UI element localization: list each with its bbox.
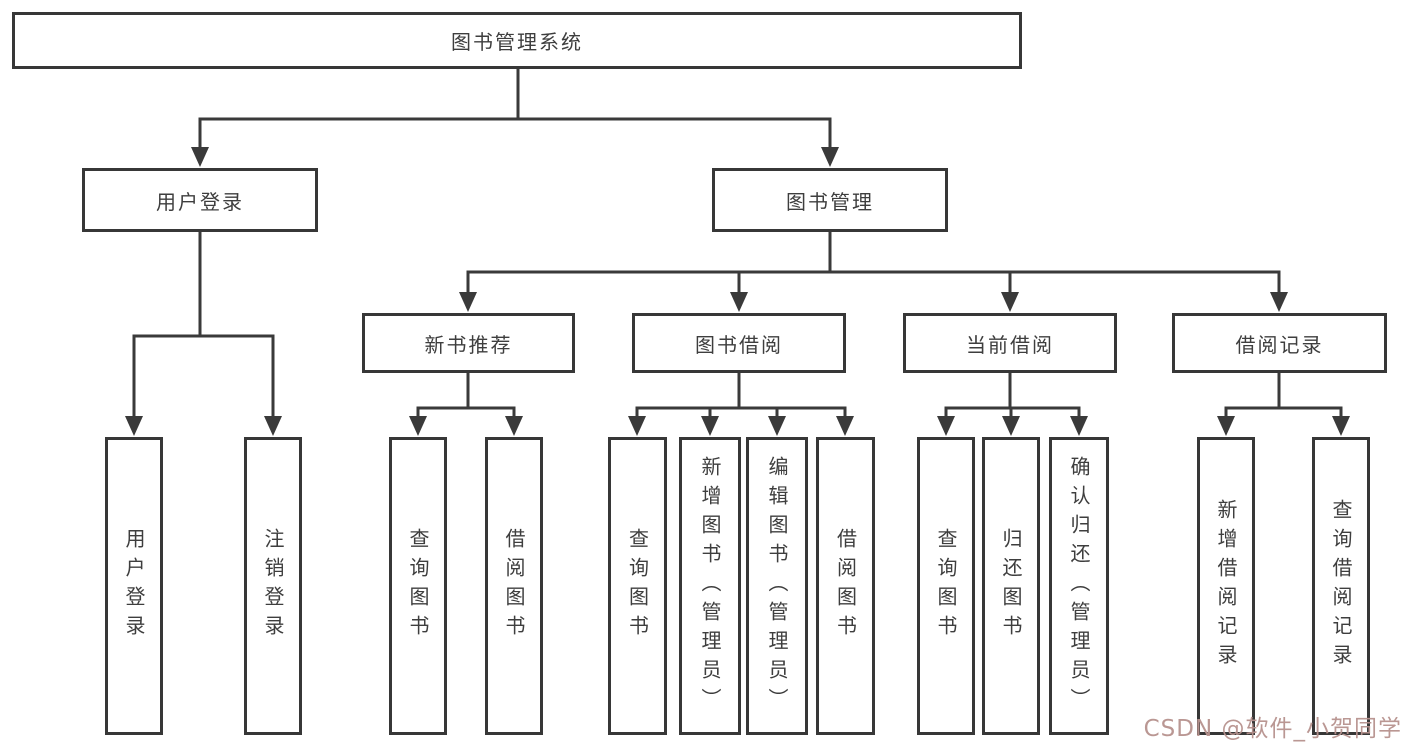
- leaf-label: 查询借阅记录: [1329, 499, 1353, 673]
- leaf-add-borrow-record: 新增借阅记录: [1197, 437, 1255, 735]
- node-book-management: 图书管理: [712, 168, 948, 232]
- leaf-label: 查询图书: [406, 528, 430, 644]
- leaf-query-borrow-record: 查询借阅记录: [1312, 437, 1370, 735]
- node-book-borrow: 图书借阅: [632, 313, 846, 373]
- leaf-label: 借阅图书: [833, 528, 858, 644]
- node-current-borrow: 当前借阅: [903, 313, 1117, 373]
- node-borrow-records: 借阅记录: [1172, 313, 1387, 373]
- leaf-label: 编辑图书（管理员）: [765, 455, 789, 717]
- leaf-label: 确认归还（管理员）: [1067, 455, 1091, 717]
- leaf-borrow-books-1: 借阅图书: [485, 437, 543, 735]
- leaf-label: 查询图书: [934, 528, 958, 644]
- leaf-add-book-admin: 新增图书（管理员）: [679, 437, 741, 735]
- leaf-logout: 注销登录: [244, 437, 302, 735]
- leaf-label: 用户登录: [122, 528, 146, 644]
- leaf-query-books-3: 查询图书: [917, 437, 975, 735]
- leaf-user-login: 用户登录: [105, 437, 163, 735]
- leaf-label: 注销登录: [261, 528, 285, 644]
- leaf-return-books: 归还图书: [982, 437, 1040, 735]
- leaf-label: 借阅图书: [502, 528, 526, 644]
- leaf-label: 查询图书: [625, 528, 650, 644]
- node-user-login: 用户登录: [82, 168, 318, 232]
- leaf-borrow-books-2: 借阅图书: [816, 437, 875, 735]
- leaf-query-books-2: 查询图书: [608, 437, 667, 735]
- arrowheads: [125, 147, 1350, 436]
- leaf-query-books-1: 查询图书: [389, 437, 447, 735]
- leaf-label: 归还图书: [999, 528, 1023, 644]
- leaf-label: 新增借阅记录: [1214, 499, 1238, 673]
- node-new-book-recommend: 新书推荐: [362, 313, 575, 373]
- csdn-watermark: CSDN @软件_小贺同学: [1143, 716, 1402, 742]
- leaf-edit-book-admin: 编辑图书（管理员）: [746, 437, 808, 735]
- leaf-confirm-return-admin: 确认归还（管理员）: [1049, 437, 1109, 735]
- node-root: 图书管理系统: [12, 12, 1022, 69]
- leaf-label: 新增图书（管理员）: [698, 455, 722, 717]
